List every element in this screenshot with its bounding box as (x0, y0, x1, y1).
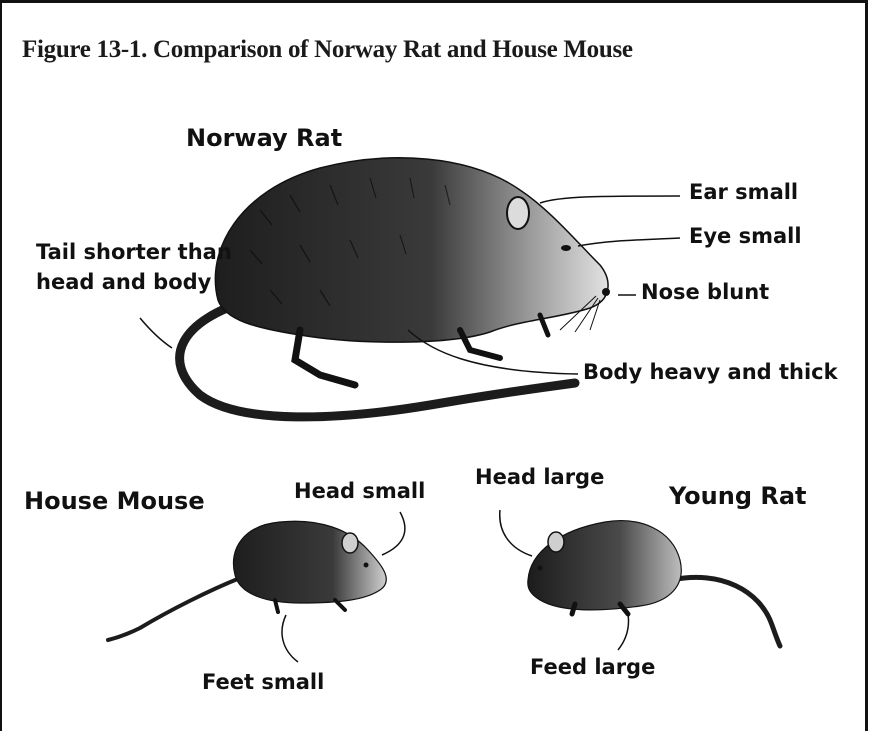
house-mouse-drawing (108, 521, 386, 640)
label-ear-small: Ear small (689, 180, 798, 205)
label-tail-line1: Tail shorter than (36, 240, 232, 265)
house-mouse-ear (342, 533, 358, 553)
house-mouse-tail (108, 578, 240, 640)
young-rat-heading: Young Rat (669, 482, 807, 511)
young-rat-drawing (528, 521, 780, 646)
label-feet-small: Feet small (202, 670, 324, 695)
norway-rat-drawing (180, 158, 610, 417)
label-feed-large: Feed large (530, 655, 655, 680)
young-rat-eye (538, 566, 543, 571)
norway-rat-ear (507, 197, 529, 229)
norway-rat-heading: Norway Rat (186, 124, 342, 153)
label-eye-small: Eye small (689, 224, 802, 249)
label-tail-line2: head and body (36, 270, 211, 295)
label-body-heavy: Body heavy and thick (583, 360, 838, 385)
label-head-large: Head large (475, 465, 604, 490)
young-rat-ear (548, 532, 564, 552)
house-mouse-heading: House Mouse (24, 487, 205, 516)
young-rat-tail (672, 577, 780, 646)
norway-rat-eye (561, 245, 571, 251)
label-head-small: Head small (294, 479, 425, 504)
house-mouse-eye (364, 563, 369, 568)
label-nose-blunt: Nose blunt (641, 280, 769, 305)
norway-rat-nose (602, 288, 610, 296)
house-mouse-body (233, 521, 386, 603)
